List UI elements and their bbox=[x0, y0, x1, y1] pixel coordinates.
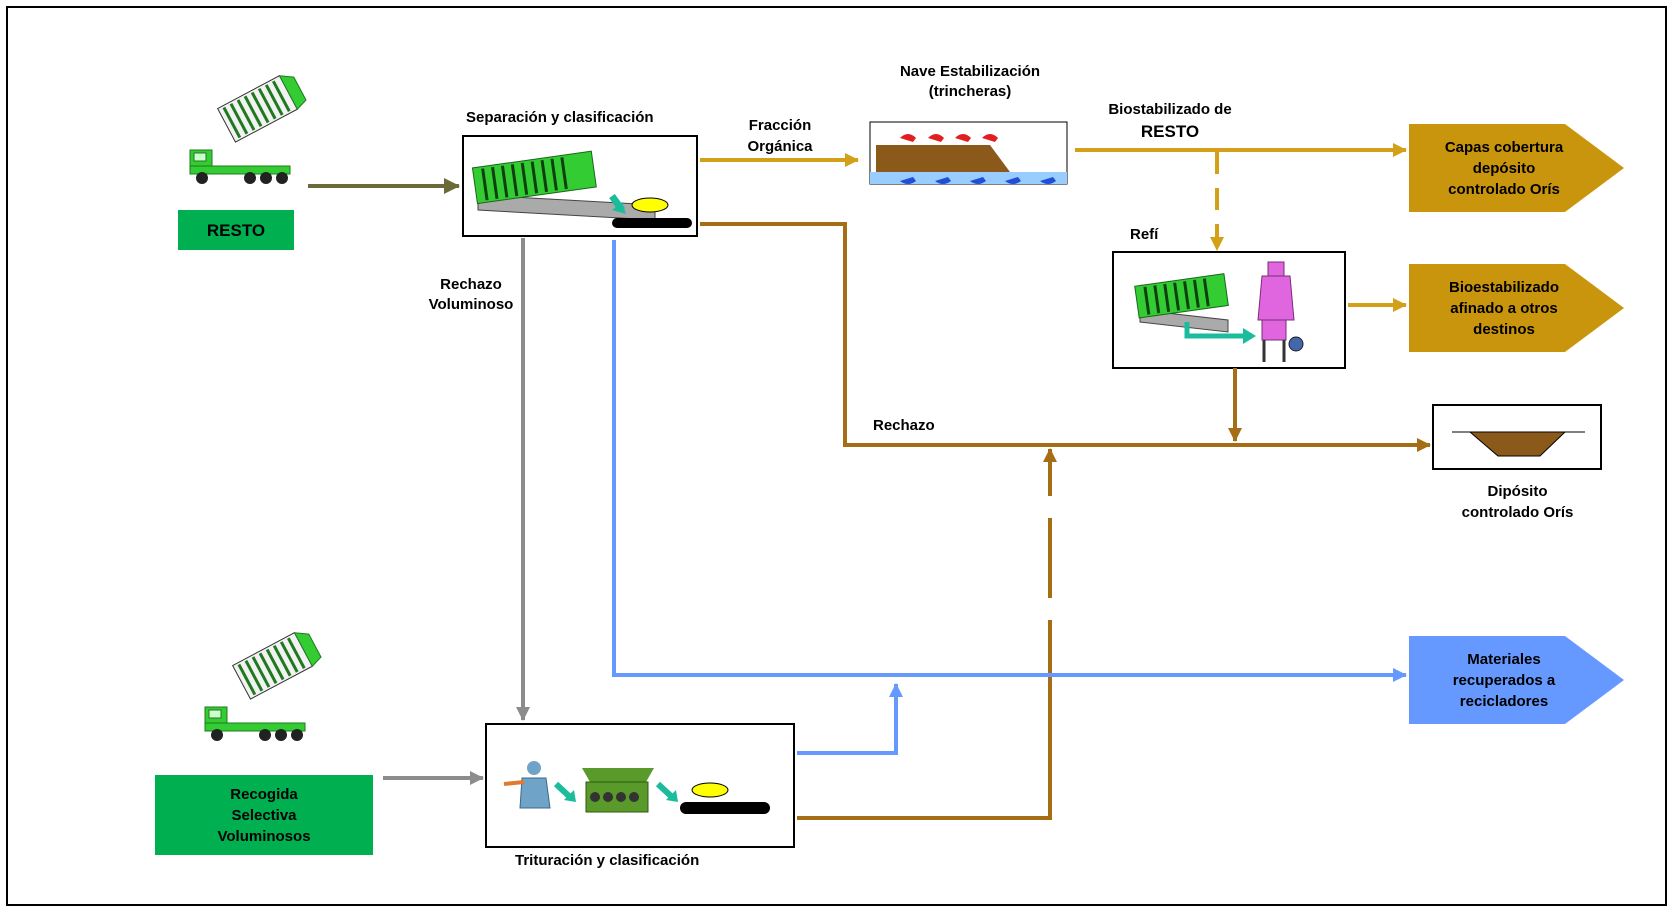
dump-truck-icon bbox=[205, 627, 323, 741]
selective-label: Recogida Selectiva Voluminosos bbox=[155, 775, 373, 855]
stabilization-title-line1: Nave Estabilización bbox=[880, 62, 1060, 82]
refined-label: Bioestabilizado afinado a otros destinos bbox=[1409, 264, 1599, 352]
shredding-reject-line bbox=[797, 700, 1050, 818]
reject-flow-line bbox=[700, 224, 845, 445]
bulky-reject-label-line1: Rechazo bbox=[416, 275, 526, 295]
stabilization-title-line2: (trincheras) bbox=[880, 82, 1060, 102]
landfill-label: Dipósito controlado Orís bbox=[1430, 480, 1605, 524]
separation-title: Separación y clasificación bbox=[466, 108, 654, 128]
cover-layers-label: Capas cobertura depósito controlado Orís bbox=[1409, 124, 1599, 212]
shredding-title: Trituración y clasificación bbox=[515, 851, 699, 871]
biostabilized-label-line2: RESTO bbox=[1080, 122, 1260, 142]
shredding-recovered-line bbox=[797, 684, 896, 753]
biostabilized-label-line1: Biostabilizado de bbox=[1080, 100, 1260, 120]
refining-title: Refí bbox=[1130, 225, 1158, 245]
reject-label: Rechazo bbox=[873, 416, 935, 436]
organic-label-line2: Orgánica bbox=[730, 137, 830, 157]
shredder-icon bbox=[582, 768, 654, 812]
bulky-reject-label-line2: Voluminoso bbox=[416, 295, 526, 315]
dump-truck-icon bbox=[190, 70, 308, 184]
resto-label: RESTO bbox=[178, 210, 294, 250]
organic-label-line1: Fracción bbox=[730, 116, 830, 136]
recovered-label: Materiales recuperados a recicladores bbox=[1409, 636, 1599, 724]
